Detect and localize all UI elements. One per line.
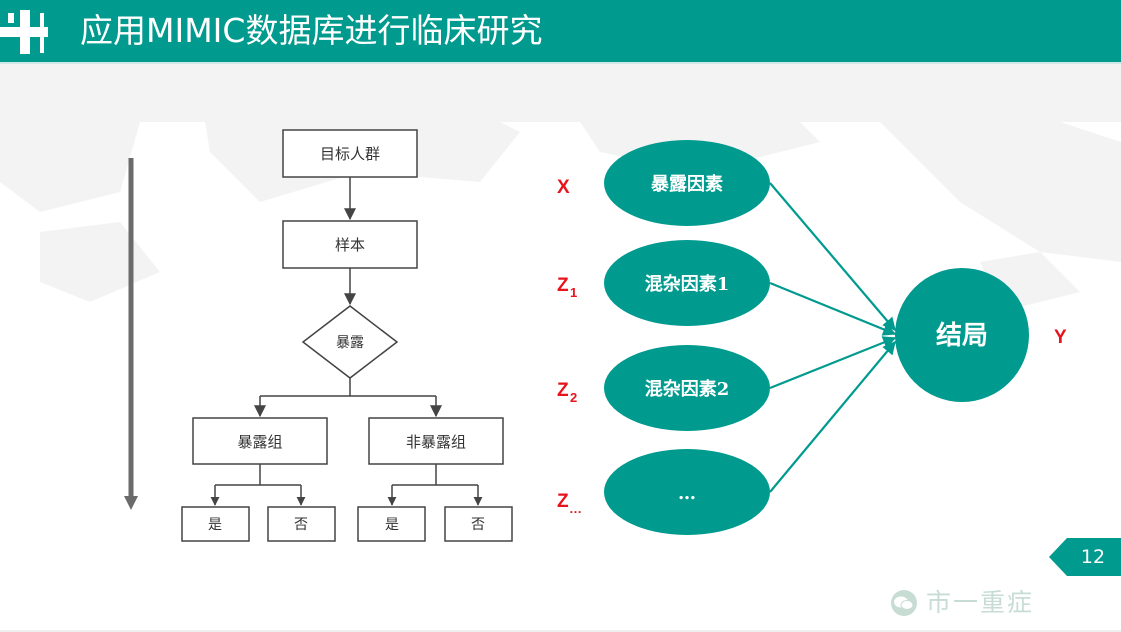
flowchart: 目标人群 样本 暴露 暴露组 非暴露组 是 否 是 否 (181, 129, 513, 542)
variable-y: Y (1054, 327, 1067, 348)
outcome-label-exposed-no: 否 (294, 517, 308, 533)
watermark-text: 市一重症 (926, 588, 1035, 617)
node-outcome (895, 268, 1029, 402)
outcome-box-unexposed-no (444, 506, 513, 542)
outcome-box-unexposed-yes (357, 506, 426, 542)
title-underline (0, 62, 1121, 64)
timeline-arrow (124, 158, 138, 510)
node-exposure-label: 暴露因素 (651, 174, 723, 195)
variable-x: X (557, 177, 570, 198)
outcome-label-unexposed-yes: 是 (385, 517, 399, 533)
wechat-icon (891, 590, 917, 616)
variable-z2-subscript: 2 (570, 390, 577, 405)
node-confounder-n-label: … (678, 483, 696, 504)
node-confounder-2-label: 混杂因素2 (645, 379, 730, 400)
edge-confounder1-to-outcome (769, 281, 897, 336)
sample-label: 样本 (335, 236, 365, 254)
variable-z1: Z (557, 275, 569, 296)
page-number: 12 (1080, 546, 1106, 568)
edge-confounder-n-to-outcome (769, 340, 896, 493)
outcome-box-exposed-no (267, 506, 336, 542)
variable-z1-subscript: 1 (570, 285, 577, 300)
sample-box (282, 220, 418, 269)
slide-title: 应用MIMIC数据库进行临床研究 (80, 11, 543, 50)
exposed-group-box (192, 417, 328, 465)
node-confounder-1-label: 混杂因素1 (645, 274, 730, 295)
node-confounder-2 (604, 345, 770, 431)
variable-zn-subscript: … (569, 501, 582, 516)
title-bar: 应用MIMIC数据库进行临床研究 (0, 0, 1121, 62)
page-number-tag (1049, 538, 1121, 576)
outcome-label-exposed-yes: 是 (208, 517, 222, 533)
causal-model: 暴露因素 混杂因素1 混杂因素2 … 结局 X Z 1 Z 2 Z … Y (557, 140, 1067, 535)
node-outcome-label: 结局 (936, 321, 988, 351)
edge-exposure-to-outcome (769, 182, 896, 332)
node-confounder-1 (604, 240, 770, 326)
variable-zn: Z (557, 491, 569, 512)
target-population-label: 目标人群 (320, 145, 380, 163)
unexposed-group-label: 非暴露组 (406, 433, 466, 451)
edge-confounder2-to-outcome (769, 336, 897, 390)
outcome-box-exposed-yes (181, 506, 250, 542)
outcome-label-unexposed-no: 否 (471, 517, 485, 533)
cross-logo-icon (0, 0, 70, 62)
node-exposure (604, 140, 770, 226)
exposed-group-label: 暴露组 (237, 433, 282, 451)
exposure-label: 暴露 (336, 335, 364, 351)
bottom-border (0, 630, 1121, 632)
variable-z2: Z (557, 380, 569, 401)
node-confounder-n (604, 449, 770, 535)
